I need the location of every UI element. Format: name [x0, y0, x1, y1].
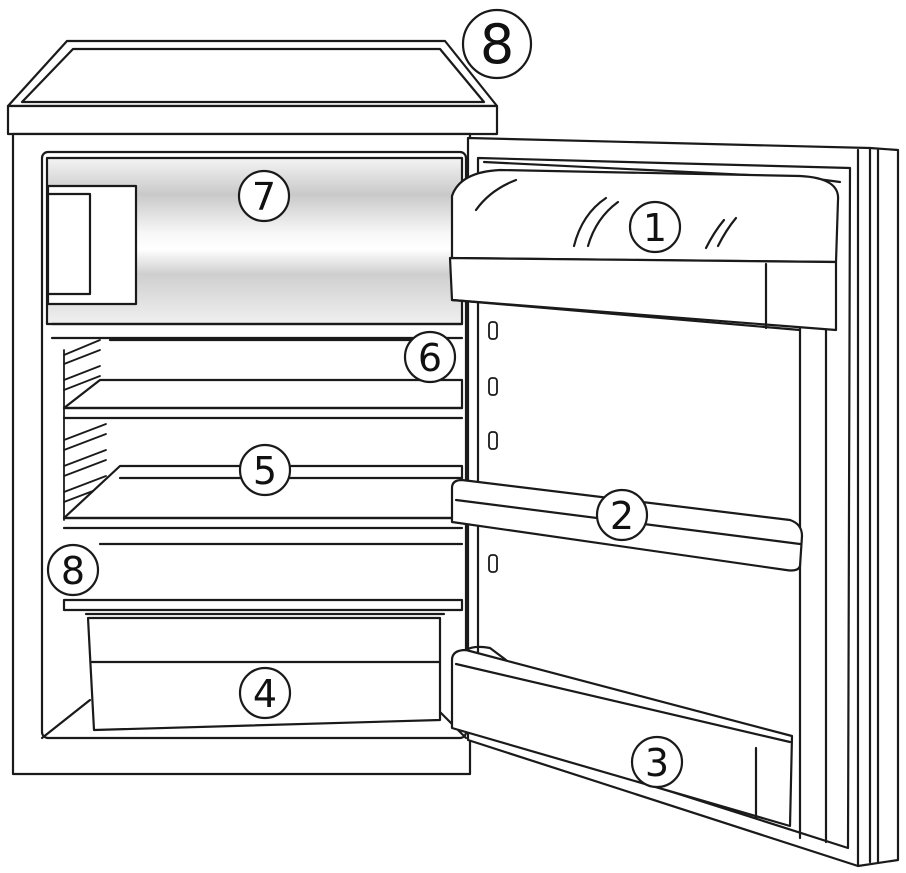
callout-5: 5	[238, 443, 292, 497]
callout-8-interior: 8	[46, 543, 100, 597]
callout-7: 7	[237, 169, 291, 223]
worktop	[6, 39, 499, 136]
svg-text:3: 3	[645, 741, 669, 785]
svg-text:6: 6	[418, 336, 442, 380]
door-bottle-shelf	[450, 645, 794, 828]
callout-4: 4	[238, 666, 292, 720]
svg-text:8: 8	[480, 13, 514, 76]
door-vents	[488, 321, 498, 573]
svg-text:2: 2	[610, 494, 634, 538]
callout-8-worktop: 8	[461, 8, 533, 80]
svg-text:8: 8	[61, 549, 85, 593]
upper-glass-shelf	[62, 338, 464, 420]
callout-1: 1	[628, 200, 682, 254]
svg-text:4: 4	[253, 672, 277, 716]
crisper-cover-shelf	[62, 542, 464, 612]
callouts: 1 2 3 4 5 6 7 8	[46, 8, 684, 789]
callout-3: 3	[630, 735, 684, 789]
shelf-supports	[63, 339, 107, 521]
svg-text:5: 5	[253, 449, 277, 493]
callout-2: 2	[595, 488, 649, 542]
svg-text:1: 1	[643, 206, 667, 250]
callout-6: 6	[403, 330, 457, 384]
svg-text:7: 7	[252, 175, 276, 219]
